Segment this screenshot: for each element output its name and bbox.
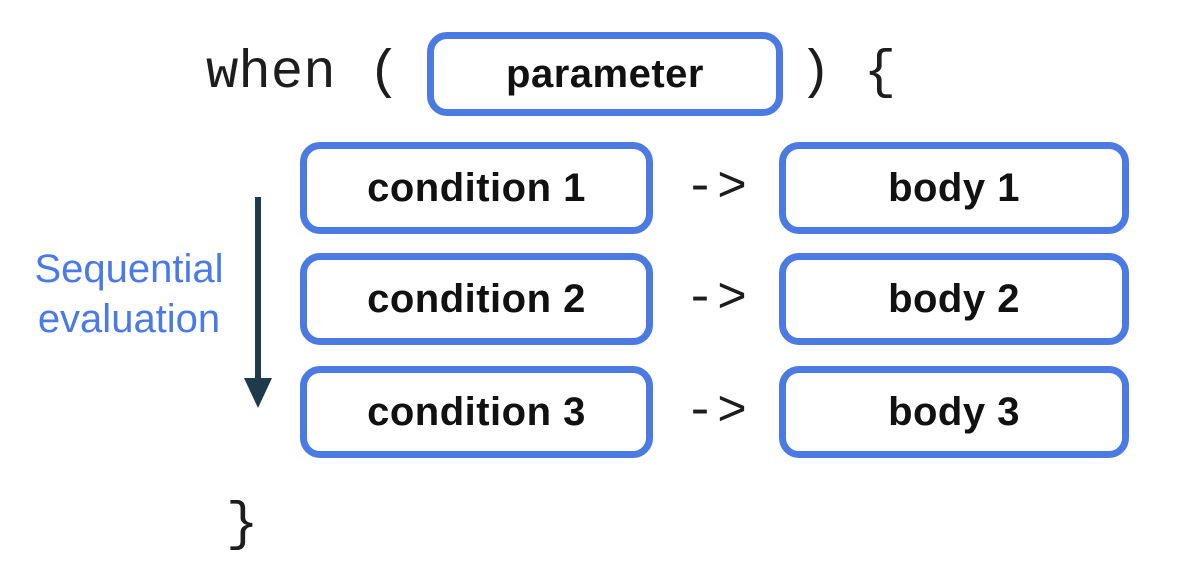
sequential-evaluation-line2: evaluation [37, 297, 221, 341]
condition-label-3: condition 3 [367, 389, 586, 434]
condition-label-2: condition 2 [367, 276, 586, 321]
parameter-label: parameter [506, 51, 704, 96]
arrow-head [244, 378, 272, 408]
arrow-operator-3: -> [685, 383, 750, 441]
code-close-paren-brace: ) { [799, 43, 897, 104]
sequential-evaluation-line1: Sequential [34, 247, 224, 291]
body-label-3: body 3 [888, 389, 1020, 434]
sequential-evaluation-label: Sequential evaluation [14, 244, 244, 344]
code-closing-brace: } [226, 495, 259, 556]
parameter-box: parameter [427, 32, 783, 116]
body-box-1: body 1 [779, 142, 1130, 234]
code-when-open: when ( [206, 43, 401, 104]
arrow-operator-1: -> [685, 159, 750, 217]
condition-box-2: condition 2 [300, 253, 653, 345]
arrow-shaft [255, 197, 261, 382]
body-box-3: body 3 [779, 366, 1130, 458]
condition-box-1: condition 1 [300, 142, 653, 234]
body-box-2: body 2 [779, 253, 1130, 345]
body-label-2: body 2 [888, 276, 1020, 321]
when-branch-row-3: condition 3 -> body 3 [300, 366, 1130, 458]
condition-box-3: condition 3 [300, 366, 653, 458]
arrow-operator-2: -> [685, 270, 750, 328]
when-branch-row-2: condition 2 -> body 2 [300, 253, 1130, 345]
body-label-1: body 1 [888, 165, 1020, 210]
condition-label-1: condition 1 [367, 165, 586, 210]
when-branch-row-1: condition 1 -> body 1 [300, 142, 1130, 234]
